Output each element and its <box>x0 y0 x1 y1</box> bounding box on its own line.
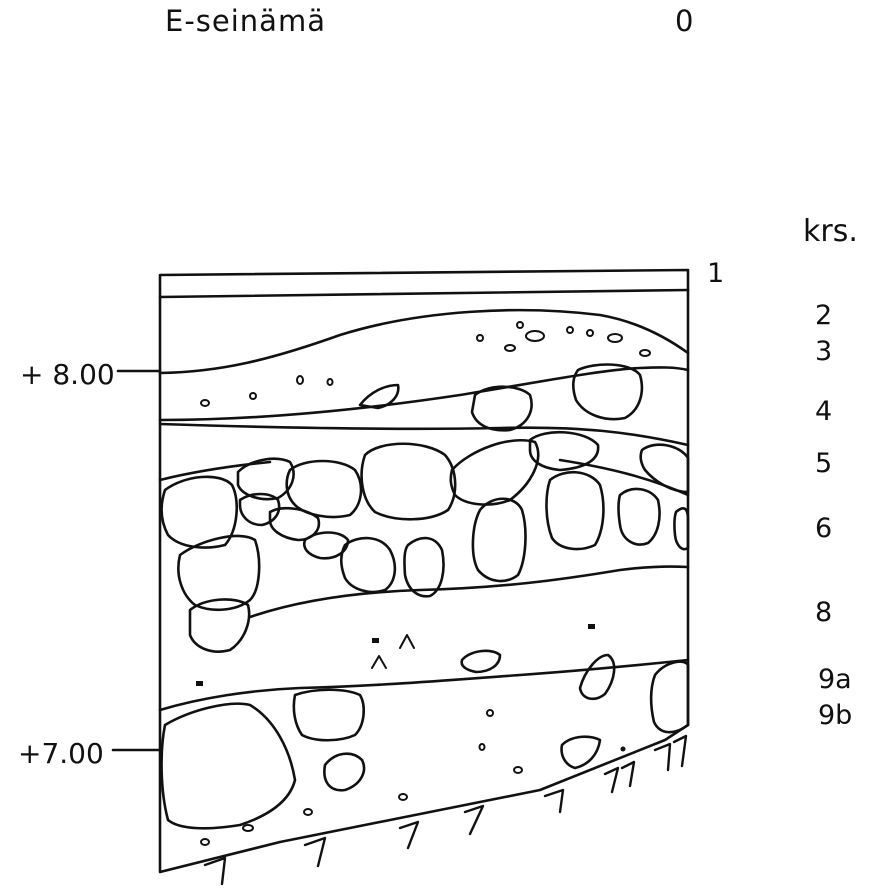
find-marks <box>371 634 415 669</box>
boundary-8-9a <box>158 658 690 712</box>
layer-label-6: 6 <box>815 513 833 544</box>
bedrock-hachures <box>203 734 688 886</box>
boundary-3-4 <box>158 366 690 422</box>
pebbles <box>200 321 651 846</box>
boundary-4-5 <box>158 422 690 447</box>
section-number: 0 <box>675 4 694 38</box>
boundary-2-3 <box>158 308 690 375</box>
stones <box>160 363 690 830</box>
section-frame <box>158 268 690 874</box>
elevation-label-7: +7.00 <box>18 737 104 770</box>
boundary-5-6b <box>558 458 690 497</box>
layer-legend-title: krs. <box>803 214 858 249</box>
layer-label-1: 1 <box>707 258 725 289</box>
layer-label-9b: 9b <box>818 700 853 731</box>
boundary-5-6 <box>158 460 272 482</box>
layer-label-3: 3 <box>815 336 833 367</box>
charcoal-marks <box>196 624 626 752</box>
layer-label-4: 4 <box>815 396 833 427</box>
drawing-title: E-seinämä <box>165 4 326 38</box>
boundary-1-2 <box>158 288 690 299</box>
boundary-6-8 <box>248 565 690 619</box>
layer-label-8: 8 <box>815 597 833 628</box>
layer-label-9a: 9a <box>818 664 852 695</box>
layer-label-5: 5 <box>815 448 833 479</box>
elevation-label-8: + 8.00 <box>20 358 115 391</box>
layer-label-2: 2 <box>815 300 833 331</box>
